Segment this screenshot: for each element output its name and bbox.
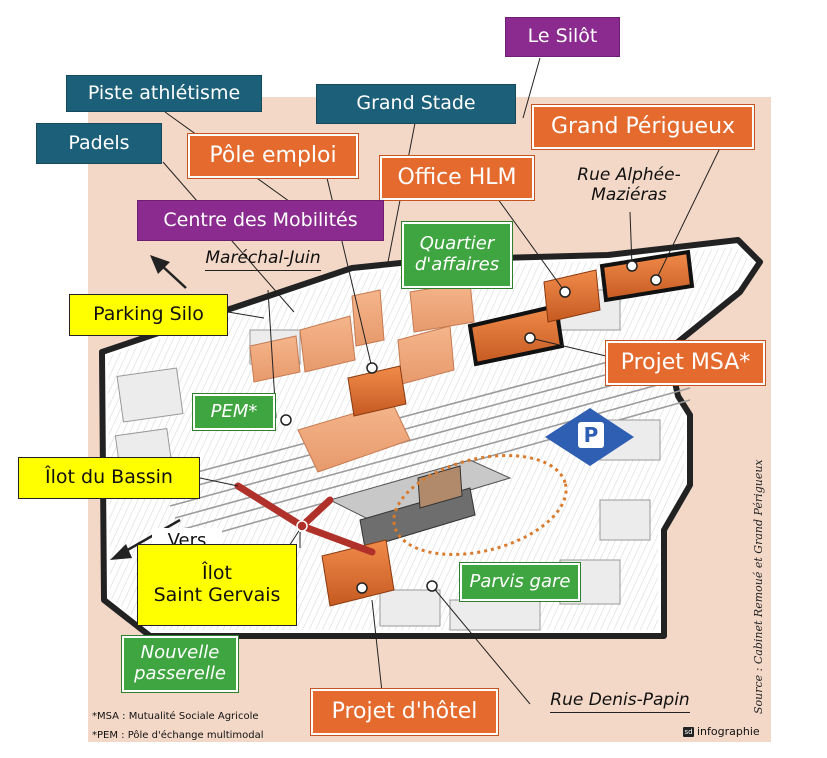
highlighted-projects: [321, 249, 695, 607]
nouvelle-passerelle-line1: Nouvelle: [140, 642, 220, 664]
label-nouvelle-passerelle: Nouvelle passerelle: [122, 636, 238, 692]
label-pole-emploi: Pôle emploi: [188, 134, 358, 178]
label-projet-msa: Projet MSA*: [606, 341, 765, 385]
label-parvis-gare: Parvis gare: [460, 563, 580, 601]
footbridge: [234, 482, 376, 556]
brand-name: infographie: [697, 725, 760, 738]
rue-denis-papin-text: Rue Denis-Papin: [550, 691, 690, 713]
footbridge-dot: [296, 520, 308, 532]
quartier-affaires-line1: Quartier: [419, 233, 495, 255]
footnote-pem: *PEM : Pôle d'échange multimodal: [92, 730, 264, 741]
planned-buildings: [249, 281, 475, 473]
parking-symbol: P: [583, 422, 599, 447]
rue-alphee-line1: Rue Alphée-: [577, 165, 681, 186]
arrow-up-left-icon: [150, 255, 187, 289]
label-projet-hotel: Projet d'hôtel: [311, 689, 498, 735]
label-parking-silo: Parking Silo: [69, 294, 228, 336]
rue-alphee-line2: Maziéras: [591, 185, 667, 205]
label-centre-des-mobilites: Centre des Mobilités: [137, 200, 384, 241]
label-marechal-juin: Maréchal-Juin: [188, 246, 338, 274]
ilot-saint-gervais-line2: Saint Gervais: [153, 584, 281, 606]
label-piste-athletisme: Piste athlétisme: [66, 75, 262, 112]
label-quartier-affaires: Quartier d'affaires: [402, 222, 512, 288]
label-le-silot: Le Silôt: [505, 17, 620, 57]
label-ilot-du-bassin: Îlot du Bassin: [18, 457, 200, 499]
source-credit: Source : Cabinet Remoué et Grand Périgue…: [752, 459, 765, 714]
label-rue-denis-papin: Rue Denis-Papin: [530, 688, 710, 716]
label-grand-stade: Grand Stade: [316, 84, 516, 124]
label-rue-alphee-mazieras: Rue Alphée- Maziéras: [556, 160, 702, 212]
brand-logo-icon: sd: [683, 726, 694, 737]
station-building: [328, 459, 512, 549]
label-pem: PEM*: [193, 394, 275, 430]
label-office-hlm: Office HLM: [380, 156, 534, 200]
nouvelle-passerelle-line2: passerelle: [134, 663, 226, 684]
marechal-juin-text: Maréchal-Juin: [205, 249, 321, 271]
footnote-msa: *MSA : Mutualité Sociale Agricole: [92, 711, 259, 722]
quartier-affaires-line2: d'affaires: [414, 254, 500, 275]
ilot-saint-gervais-line1: Îlot: [202, 562, 232, 585]
brand-infographie: sd infographie: [683, 725, 760, 738]
parvis-area: [392, 454, 568, 556]
parking-icon: [545, 408, 634, 466]
label-grand-perigueux: Grand Périgueux: [532, 105, 754, 149]
label-ilot-saint-gervais: Îlot Saint Gervais: [137, 544, 297, 626]
anchor-dots: [280, 260, 662, 594]
label-padels: Padels: [36, 123, 162, 164]
